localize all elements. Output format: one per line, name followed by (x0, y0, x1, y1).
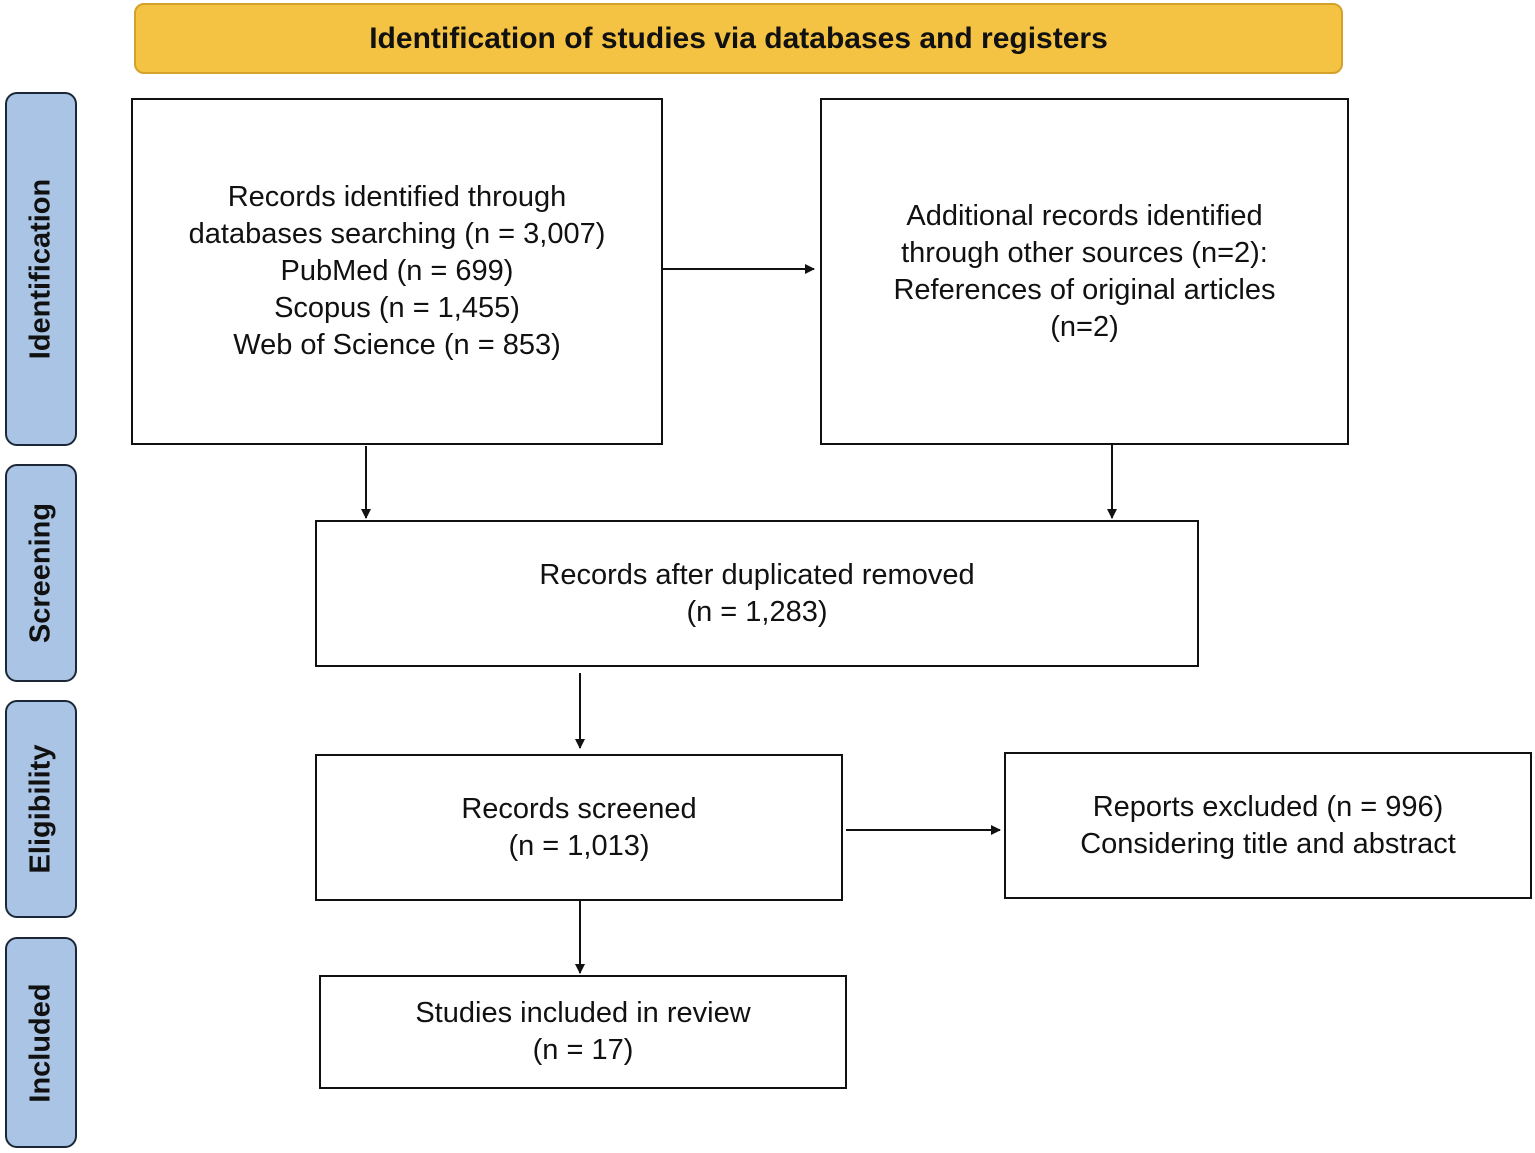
box-line: Records after duplicated removed (539, 558, 975, 591)
additional-records-box: Additional records identified through ot… (820, 98, 1349, 445)
box-line: Studies included in review (415, 997, 751, 1029)
box-line: (n = 1,283) (686, 595, 828, 628)
box-line: Web of Science (n = 853) (233, 329, 561, 361)
stage-label-screening: Screening (24, 502, 57, 644)
box-line: Considering title and abstract (1080, 827, 1456, 860)
header-banner: Identification of studies via databases … (134, 3, 1343, 74)
studies-included-box: Studies included in review (n = 17) (319, 975, 847, 1089)
after-duplicates-box: Records after duplicated removed (n = 1,… (315, 520, 1199, 667)
box-line: Records identified through (227, 181, 567, 213)
box-line: Scopus (n = 1,455) (274, 292, 520, 324)
box-line: databases searching (n = 3,007) (188, 218, 606, 250)
box-line: through other sources (n=2): (901, 236, 1268, 269)
stage-eligibility: Eligibility (5, 700, 77, 918)
box-line: References of original articles (893, 273, 1276, 306)
box-line: Additional records identified (906, 199, 1263, 232)
header-title: Identification of studies via databases … (369, 21, 1108, 55)
stage-label-eligibility: Eligibility (24, 744, 57, 874)
stage-identification: Identification (5, 92, 77, 446)
box-line: (n=2) (1050, 310, 1119, 343)
box-line: PubMed (n = 699) (280, 255, 514, 287)
box-line: (n = 1,013) (508, 829, 650, 862)
box-line: Records screened (461, 792, 697, 825)
records-identified-box: Records identified through databases sea… (131, 98, 663, 445)
box-line: (n = 17) (532, 1034, 634, 1066)
stage-screening: Screening (5, 464, 77, 682)
records-screened-box: Records screened (n = 1,013) (315, 754, 843, 901)
stage-included: Included (5, 937, 77, 1148)
stage-label-included: Included (24, 982, 57, 1103)
stage-label-identification: Identification (24, 178, 57, 360)
box-line: Reports excluded (n = 996) (1092, 790, 1444, 823)
reports-excluded-box: Reports excluded (n = 996) Considering t… (1004, 752, 1532, 899)
